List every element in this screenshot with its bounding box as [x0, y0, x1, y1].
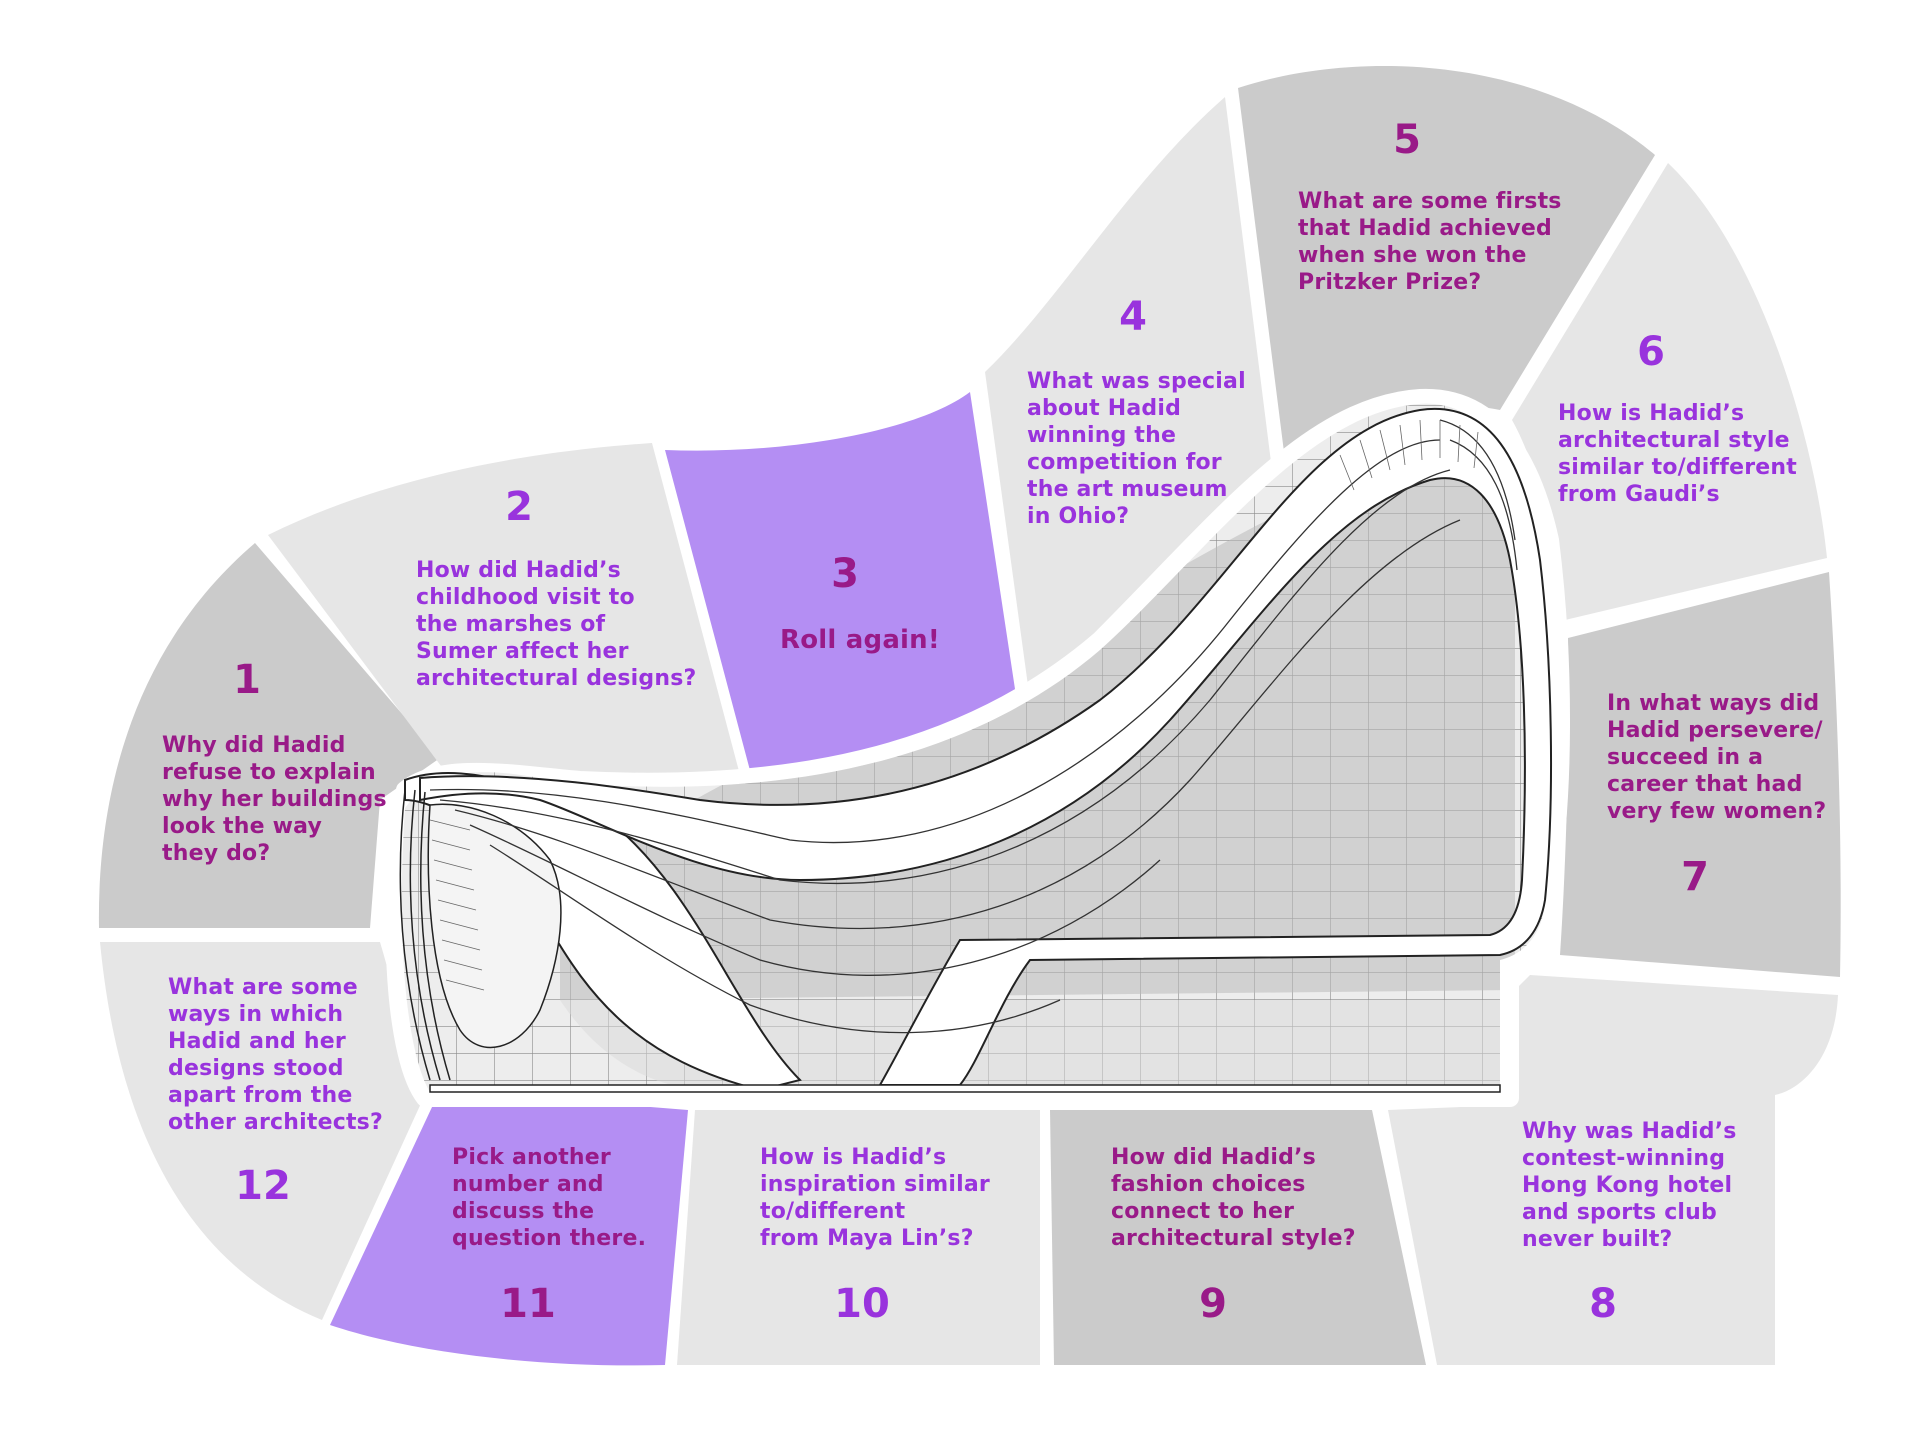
- space-3-question: Roll again!: [780, 625, 940, 655]
- space-2-tile[interactable]: [268, 443, 740, 778]
- space-5-question: What are some firsts that Hadid achieved…: [1298, 189, 1562, 295]
- building-illustration: [385, 388, 1571, 1107]
- space-4-tile[interactable]: [985, 97, 1272, 715]
- space-5-number: 5: [1393, 117, 1421, 163]
- space-1-question: Why did Hadid refuse to explain why her …: [162, 733, 387, 866]
- space-5-tile[interactable]: [1238, 65, 1655, 460]
- space-4-number: 4: [1119, 294, 1147, 340]
- space-8-tile[interactable]: [1388, 975, 1838, 1365]
- space-1-tile[interactable]: [98, 543, 440, 928]
- space-12-tile[interactable]: [100, 942, 428, 1320]
- space-7-number: 7: [1681, 854, 1709, 900]
- space-1-number: 1: [233, 657, 261, 703]
- space-11-number: 11: [500, 1281, 556, 1327]
- space-6-tile[interactable]: [1512, 163, 1827, 620]
- space-2-question: How did Hadid’s childhood visit to the m…: [416, 558, 697, 691]
- space-2-number: 2: [505, 484, 533, 530]
- space-6-question: How is Hadid’s architectural style simil…: [1558, 401, 1797, 507]
- space-10-tile[interactable]: [677, 1110, 1040, 1365]
- space-10-question: How is Hadid’s inspiration similar to/di…: [760, 1145, 990, 1251]
- space-11-question: Pick another number and discuss the ques…: [452, 1145, 647, 1251]
- space-8-number: 8: [1589, 1281, 1617, 1327]
- space-10-number: 10: [834, 1281, 890, 1327]
- space-4-question: What was special about Hadid winning the…: [1027, 369, 1246, 529]
- space-8-question: Why was Hadid’s contest-winning Hong Kon…: [1522, 1119, 1737, 1252]
- space-7-tile[interactable]: [1560, 572, 1841, 977]
- space-11-tile[interactable]: [330, 1090, 688, 1366]
- space-12-question: What are some ways in which Hadid and he…: [168, 975, 383, 1135]
- space-7-question: In what ways did Hadid persevere/ succee…: [1607, 691, 1827, 824]
- space-6-number: 6: [1637, 329, 1665, 375]
- space-9-tile[interactable]: [1050, 1110, 1426, 1365]
- space-12-number: 12: [235, 1163, 291, 1209]
- space-3-tile[interactable]: [665, 392, 1020, 778]
- space-3-number: 3: [831, 551, 859, 597]
- space-9-question: How did Hadid’s fashion choices connect …: [1111, 1145, 1356, 1251]
- space-9-number: 9: [1199, 1281, 1227, 1327]
